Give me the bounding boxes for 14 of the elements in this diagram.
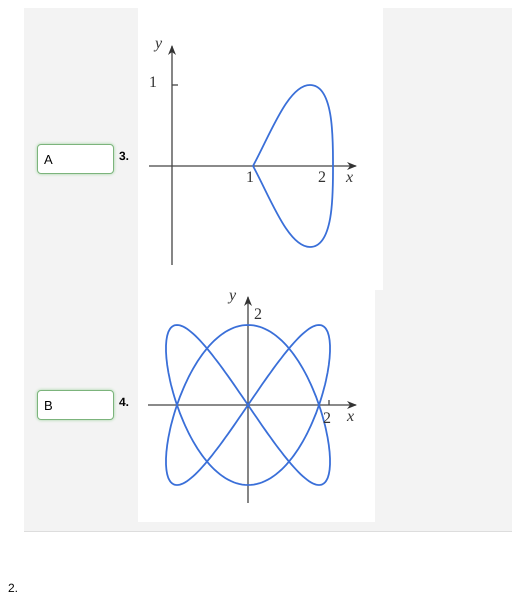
answer-field: A bbox=[37, 144, 114, 174]
tick-label: 2 bbox=[254, 307, 262, 323]
tick-label: 2 bbox=[323, 411, 331, 427]
answer-field: B bbox=[37, 390, 114, 420]
axis-label: y bbox=[229, 288, 236, 304]
tick-label: 1 bbox=[246, 170, 254, 186]
question-number: 2. bbox=[8, 582, 18, 594]
tick-label: 1 bbox=[149, 75, 157, 91]
axis-label: x bbox=[347, 409, 354, 425]
axis-label: x bbox=[346, 170, 354, 186]
question-number: 3. bbox=[119, 150, 130, 162]
tick-label: 2 bbox=[318, 170, 326, 186]
question-number: 4. bbox=[119, 396, 130, 408]
axis-label: y bbox=[155, 36, 162, 52]
